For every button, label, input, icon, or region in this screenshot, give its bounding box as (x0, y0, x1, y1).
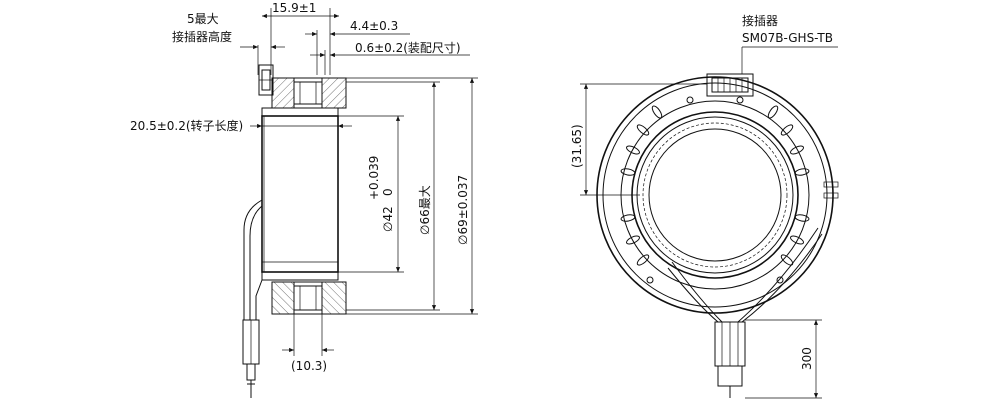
dim-connector-height-2: 接插器高度 (172, 29, 232, 44)
dim-outer-diameter: ∅69±0.037 (456, 175, 470, 245)
dim-inner-diameter: ∅42 (381, 206, 395, 232)
dim-lead-length: 300 (800, 347, 814, 370)
dim-inner-tol-lower: 0 (381, 188, 395, 196)
connector-label: 接插器 (742, 13, 778, 28)
dim-offset-a: 4.4±0.3 (350, 19, 398, 33)
side-view: 15.9±1 4.4±0.3 0.6±0.2(装配尺寸) 5最大 接插器高度 (130, 1, 478, 398)
connector-model: SM07B-GHS-TB (742, 31, 833, 45)
dim-inner-tol-upper: +0.039 (367, 156, 381, 200)
dim-height: (31.65) (570, 124, 584, 168)
dim-offset-b: 0.6±0.2(装配尺寸) (355, 41, 461, 55)
front-view: 接插器 SM07B-GHS-TB (31.65) 300 (570, 13, 839, 399)
dim-bottom-width: (10.3) (291, 359, 327, 373)
dim-rotor-length: 20.5±0.2(转子长度) (130, 118, 243, 133)
dim-width-top: 15.9±1 (272, 1, 316, 15)
dim-connector-height-1: 5最大 (187, 12, 219, 26)
dim-outer-max: ∅66最大 (418, 185, 432, 235)
ring-slots (620, 96, 810, 284)
